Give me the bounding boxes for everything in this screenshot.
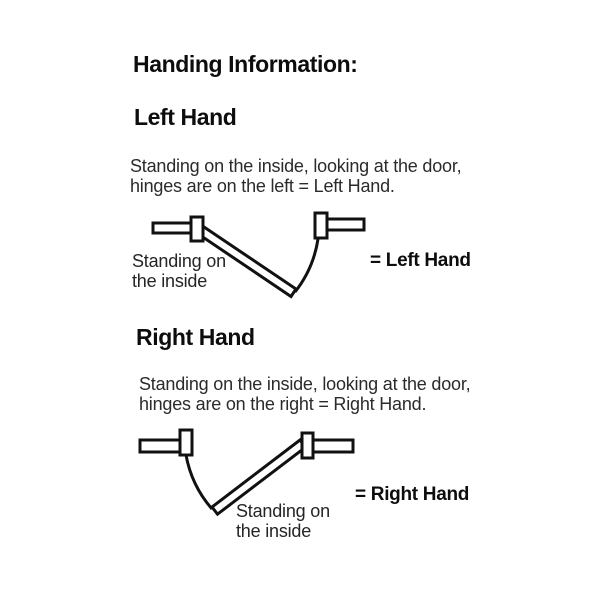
right-hand-description-line1: Standing on the inside, looking at the d…: [139, 374, 471, 394]
left-diagram-strike-jamb: [313, 211, 329, 240]
right-hand-result-label: = Right Hand: [355, 484, 470, 505]
left-hand-heading: Left Hand: [134, 104, 237, 130]
left-hand-result-label: = Left Hand: [370, 250, 471, 271]
left-hand-description-line1: Standing on the inside, looking at the d…: [130, 156, 462, 176]
left-hand-door-diagram: [151, 211, 366, 299]
left-diagram-hinge-jamb: [189, 215, 205, 243]
right-diagram-hinge-jamb: [300, 431, 315, 460]
left-diagram-inside-label-line2: the inside: [132, 271, 208, 291]
left-diagram-inside-label-line1: Standing on: [132, 251, 226, 271]
right-hand-heading: Right Hand: [136, 324, 255, 350]
right-diagram-right-wall: [311, 438, 355, 454]
left-hand-description-line2: hinges are on the left = Left Hand.: [130, 176, 395, 196]
right-hand-description: Standing on the inside, looking at the d…: [139, 374, 471, 414]
left-hand-description: Standing on the inside, looking at the d…: [130, 156, 462, 196]
left-diagram-right-wall: [325, 217, 366, 232]
left-diagram-left-wall: [151, 221, 195, 235]
right-diagram-inside-label-line1: Standing on: [236, 501, 330, 521]
right-hand-description-line2: hinges are on the right = Right Hand.: [139, 394, 427, 414]
right-hand-door-diagram: [138, 428, 355, 517]
page-title: Handing Information:: [133, 51, 358, 77]
right-diagram-left-wall: [138, 438, 182, 454]
right-diagram-inside-label: Standing on the inside: [236, 501, 330, 541]
right-diagram-inside-label-line2: the inside: [236, 521, 312, 541]
right-diagram-swing-arc: [184, 454, 214, 510]
left-diagram-swing-arc: [293, 238, 320, 293]
left-diagram-inside-label: Standing on the inside: [132, 251, 226, 291]
right-diagram-strike-jamb: [178, 428, 194, 457]
